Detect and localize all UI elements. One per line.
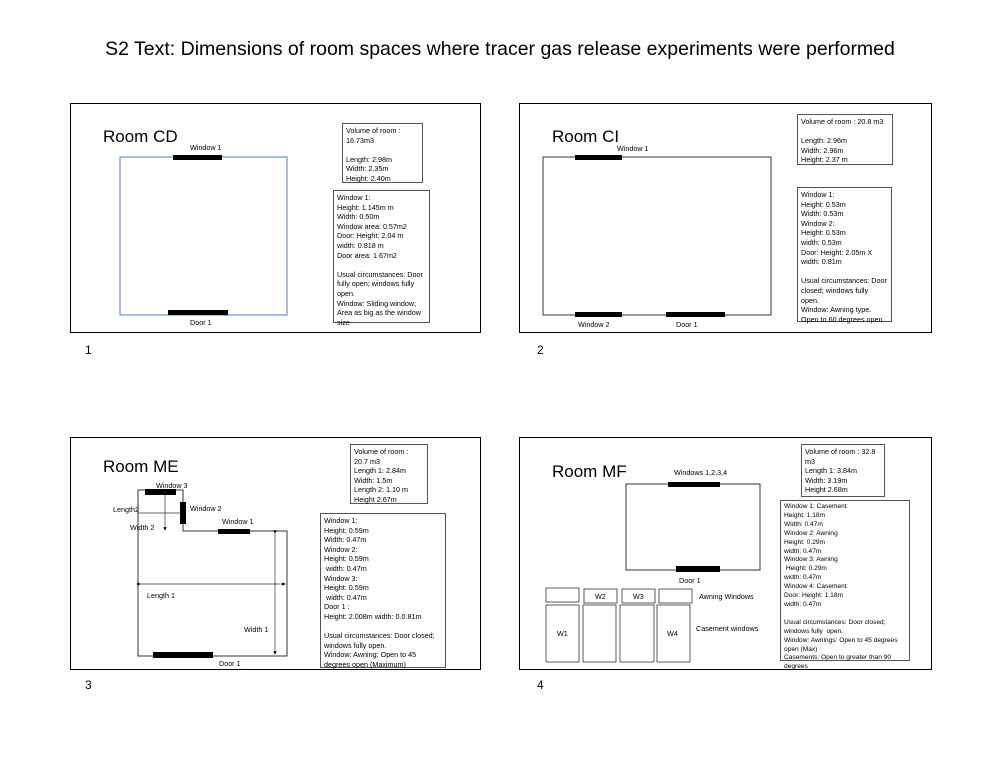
door-bar <box>168 310 228 315</box>
panel-room-mf <box>519 437 932 670</box>
room-volume-box: Volume of room : 20.8 m3 Length: 2.96m W… <box>797 114 893 165</box>
room-volume-box: Volume of room : 20.7 m3 Length 1: 2.84m… <box>350 444 428 504</box>
room-details-box: Window 1: Height: 0.53m Width: 0.53m Win… <box>797 187 892 324</box>
window-label: Windows 1,2,3,4 <box>674 468 727 477</box>
room-title: Room CD <box>103 127 178 146</box>
window-id: W1 <box>557 629 568 638</box>
dimension-label: Length 1 <box>147 591 175 600</box>
window-bar <box>575 155 622 160</box>
door-label: Door 1 <box>676 320 698 329</box>
casement-window <box>619 604 655 663</box>
room-title: Room CI <box>552 127 620 146</box>
door-label: Door 1 <box>679 576 701 585</box>
panel-room-me <box>70 437 481 670</box>
window-bar <box>218 529 250 534</box>
door-bar <box>153 652 213 658</box>
panel-room-ci <box>519 103 932 333</box>
dimension-label: Width 2 <box>130 523 154 532</box>
room-title: Room ME <box>103 457 179 476</box>
window-bar <box>145 489 176 495</box>
panel-number: 2 <box>537 343 544 357</box>
awning-window <box>621 588 656 604</box>
room-details-box: Window 1: Height: 1.145m m Width: 0.50m … <box>333 190 430 327</box>
door-bar <box>676 566 720 572</box>
window-label: Window 3 <box>156 481 188 490</box>
casement-label: Casement windows <box>696 624 759 633</box>
awning-window <box>583 588 618 604</box>
window-bar <box>180 502 186 524</box>
room-outline <box>137 489 288 657</box>
room-outline <box>119 156 288 316</box>
panel-number: 4 <box>537 678 544 692</box>
window-label: Window 1 <box>617 144 649 153</box>
room-outline <box>542 156 772 316</box>
awning-label: Awning Windows <box>699 592 754 601</box>
door-label: Door 1 <box>219 659 241 668</box>
awning-window <box>545 587 580 603</box>
room-details-box: Window 1: Height: 0.59m Width: 0.47m Win… <box>320 513 446 669</box>
panel-number: 1 <box>85 343 92 357</box>
window-label: Window 2 <box>190 504 222 513</box>
window-bar <box>173 155 222 160</box>
document-title: S2 Text: Dimensions of room spaces where… <box>105 38 895 60</box>
dimension-label: Width 1 <box>244 625 268 634</box>
panel-room-cd <box>70 103 481 333</box>
room-details-box: Window 1: Casement Height: 1.18m Width: … <box>780 500 910 670</box>
casement-window <box>545 604 580 663</box>
room-outline <box>625 483 761 571</box>
window-label: Window 1 <box>190 143 222 152</box>
door-label: Door 1 <box>190 318 212 327</box>
window-bar <box>575 312 622 317</box>
window-id: W4 <box>667 629 678 638</box>
casement-window <box>582 604 617 663</box>
window-label: Window 2 <box>578 320 610 329</box>
door-bar <box>666 312 725 317</box>
window-label: Window 1 <box>222 517 254 526</box>
window-id: W2 <box>595 592 606 601</box>
room-title: Room MF <box>552 462 627 481</box>
dimension-label: Length2 <box>113 505 139 514</box>
casement-window <box>656 604 691 663</box>
awning-window <box>658 588 693 604</box>
window-bar <box>668 482 720 487</box>
panel-number: 3 <box>85 678 92 692</box>
room-volume-box: Volume of room : 16.73m3 Length: 2.98m W… <box>342 123 423 183</box>
window-id: W3 <box>633 592 644 601</box>
room-volume-box: Volume of room : 32.8 m3 Length 1: 3.84m… <box>801 444 885 497</box>
